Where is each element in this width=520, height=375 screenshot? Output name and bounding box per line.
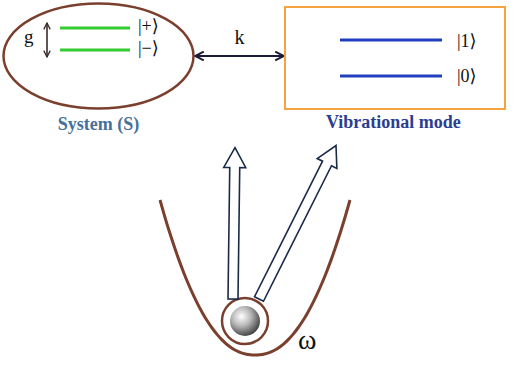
mode-box: |1⟩|0⟩Vibrational mode <box>284 6 506 110</box>
ball-ring <box>222 298 268 344</box>
energy-level <box>340 75 442 78</box>
frequency-label: ω <box>298 323 316 357</box>
state-label: |−⟩ <box>138 38 159 60</box>
energy-level <box>340 39 442 42</box>
system-heading: System (S) <box>2 114 195 136</box>
potential-curve <box>160 200 350 355</box>
ellipse-outline <box>4 4 194 109</box>
potential-well: ω <box>155 195 355 360</box>
ball <box>230 306 260 336</box>
energy-level <box>60 49 130 52</box>
well-outline <box>155 195 355 360</box>
gap-arrow <box>46 23 48 57</box>
mode-heading: Vibrational mode <box>326 112 461 134</box>
ellipse-outline <box>2 2 195 110</box>
state-label: |1⟩ <box>457 31 477 53</box>
state-label: |0⟩ <box>457 66 477 88</box>
system-ellipse: g|+⟩|−⟩System (S) <box>2 2 195 110</box>
energy-level <box>60 27 130 30</box>
state-label: |+⟩ <box>138 16 159 38</box>
hollow-arrow <box>224 148 246 299</box>
coupling-arrow <box>195 55 284 57</box>
coupling-label: k <box>235 25 245 49</box>
gap-label: g <box>24 26 34 49</box>
